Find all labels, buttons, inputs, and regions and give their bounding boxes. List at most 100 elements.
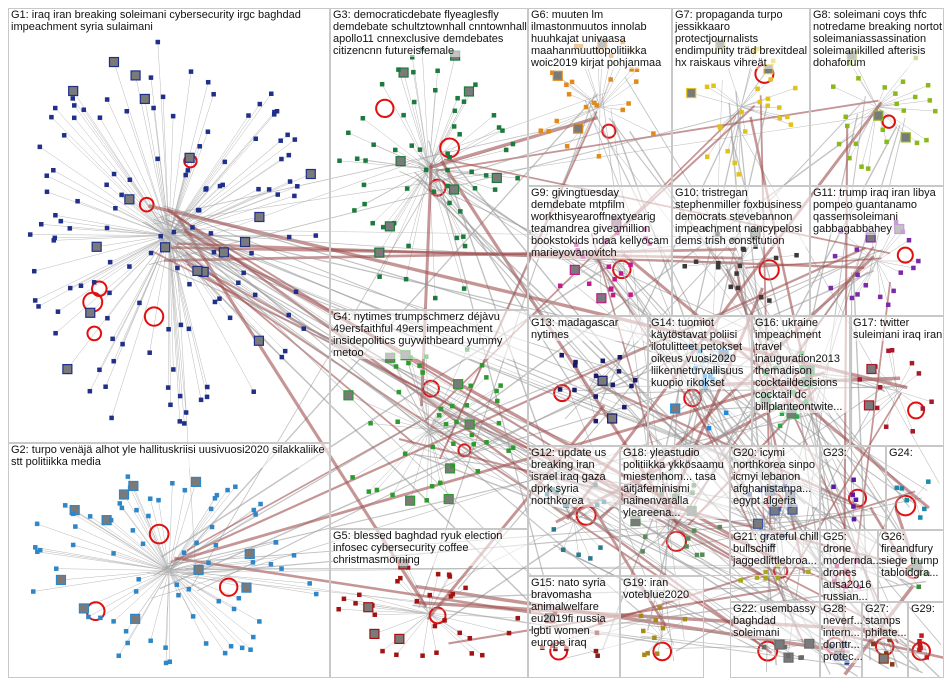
node [239, 645, 245, 651]
node [894, 101, 899, 107]
inter-group-edge [157, 118, 598, 218]
group-label: G12: update us breaking iran israel iraq… [531, 447, 619, 507]
edge [69, 228, 170, 236]
node [496, 420, 502, 426]
node [406, 360, 411, 366]
node [414, 598, 420, 604]
node [500, 128, 505, 133]
edge [857, 260, 878, 276]
node [432, 623, 438, 629]
edge [55, 107, 170, 236]
node [72, 103, 77, 108]
edge [168, 483, 173, 571]
edge [113, 61, 170, 236]
inter-group-edge [439, 133, 855, 438]
edge [599, 69, 638, 108]
edge [599, 103, 629, 108]
node [492, 187, 498, 192]
edge [397, 581, 430, 614]
edge [896, 390, 913, 432]
node [467, 636, 473, 641]
edge [428, 574, 439, 614]
node [206, 560, 211, 566]
edge [168, 570, 251, 650]
node [723, 410, 729, 416]
node [130, 528, 136, 533]
edge [740, 88, 758, 108]
node [765, 103, 770, 109]
edge [561, 355, 589, 392]
edge [106, 184, 170, 236]
node [728, 284, 733, 290]
edge [368, 429, 430, 492]
edge [30, 234, 170, 236]
node [70, 96, 76, 101]
node [890, 662, 895, 667]
node [211, 91, 216, 97]
node [208, 506, 214, 512]
node [194, 540, 199, 546]
node [455, 95, 460, 101]
edge [53, 235, 170, 241]
node [343, 390, 354, 401]
edge [428, 429, 441, 483]
node [433, 295, 438, 301]
group-label: G1: iraq iran breaking soleimani cyberse… [11, 9, 329, 33]
node [891, 288, 896, 294]
node [742, 129, 748, 134]
node [406, 243, 411, 249]
self-loop [143, 306, 165, 327]
node [557, 283, 563, 289]
group-label: G27: stamps philate... [865, 603, 907, 639]
edge [876, 106, 904, 111]
edge [598, 106, 601, 157]
node [148, 638, 153, 644]
node [403, 276, 409, 282]
inter-group-edge [611, 259, 836, 572]
node [684, 544, 689, 549]
node [463, 86, 475, 97]
node [657, 605, 662, 610]
node [188, 69, 194, 74]
node [257, 101, 263, 107]
node [217, 183, 223, 189]
node [843, 114, 848, 120]
node [87, 514, 93, 519]
node [366, 489, 372, 494]
node [700, 552, 705, 557]
node [170, 481, 175, 486]
edge [54, 235, 170, 239]
node [857, 377, 863, 382]
edge [56, 568, 170, 571]
node [287, 179, 293, 184]
edge [398, 69, 430, 170]
node [58, 218, 64, 224]
node [420, 370, 425, 375]
node [844, 123, 850, 129]
inter-group-edge [610, 253, 908, 575]
node [177, 393, 183, 399]
node [170, 113, 176, 119]
group-panel-g28: G28: neverf... intern... donttr... prote… [820, 602, 863, 678]
node [203, 641, 209, 646]
edge [168, 195, 295, 236]
node [920, 406, 926, 411]
node [468, 383, 473, 389]
node [463, 585, 468, 591]
inter-group-edge [418, 165, 843, 653]
node [256, 186, 261, 192]
edge [428, 115, 495, 170]
node [109, 415, 114, 421]
node [139, 93, 150, 105]
node [197, 144, 202, 149]
node [198, 397, 204, 403]
node [430, 444, 436, 450]
edge [35, 235, 170, 301]
edge [80, 235, 170, 286]
node [213, 543, 219, 548]
node [181, 550, 187, 555]
node [515, 615, 521, 621]
node [379, 81, 385, 87]
group-panel-g5: G5: blessed baghdad ryuk election infose… [330, 529, 528, 678]
group-label: G8: soleimani coys thfc notredame breaki… [813, 9, 946, 69]
